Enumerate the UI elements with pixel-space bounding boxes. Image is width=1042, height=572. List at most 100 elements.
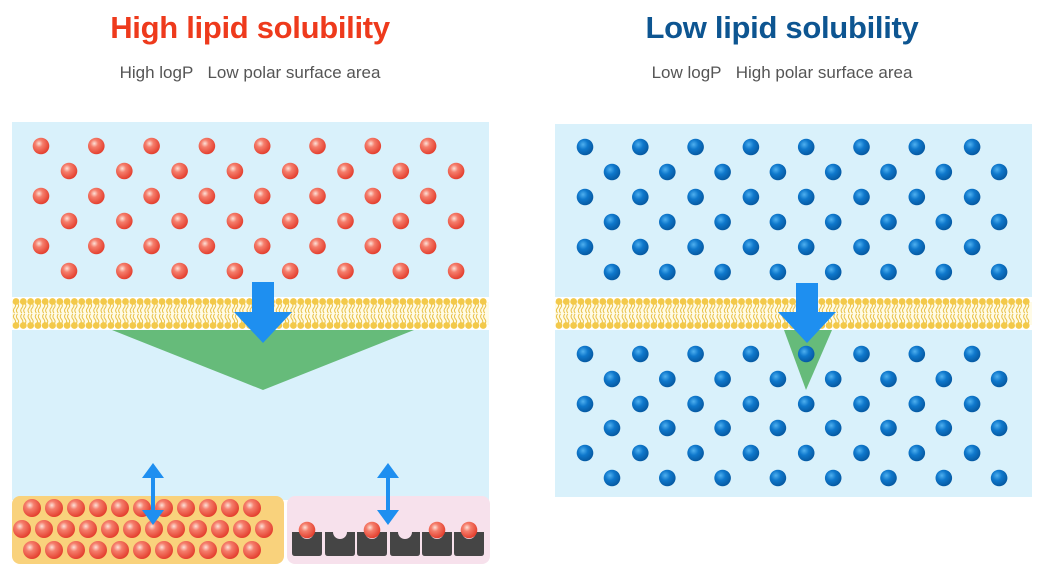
lipid-head [825,298,833,305]
right-flux-arrow [778,283,836,343]
fat-bound-molecule [45,541,63,559]
low-solubility-molecule [742,238,760,256]
lipid-head [85,298,93,305]
low-solubility-molecule [659,263,676,281]
right-title: Low lipid solubility [645,10,919,45]
lipid-head [472,298,480,305]
lipid-head [1022,298,1030,305]
fat-bound-molecule [123,520,141,538]
high-solubility-molecule [32,237,50,255]
lipid-head [348,298,356,305]
low-solubility-molecule [797,138,815,156]
high-solubility-molecule [392,162,410,180]
low-solubility-molecule [576,345,594,363]
lipid-head [12,322,20,329]
lipid-head [436,322,443,329]
fat-bound-molecule [211,520,229,538]
lipid-head [949,298,957,305]
lipid-head [942,298,950,305]
lipid-head [679,322,687,329]
lipid-head [854,298,862,305]
lipid-head [847,298,855,305]
lipid-head [730,322,738,329]
lipid-head [1008,298,1015,305]
low-solubility-molecule [990,163,1008,181]
low-solubility-molecule [714,370,731,388]
high-solubility-molecule [364,187,382,205]
lipid-head [187,322,195,329]
lipid-head [224,298,232,305]
lipid-head [986,298,994,305]
lipid-head [100,322,107,329]
low-solubility-molecule [632,138,649,156]
lipid-head [56,298,64,305]
lipid-head [1008,322,1015,329]
lipid-head [377,298,385,305]
lipid-head [71,298,78,305]
lipid-head [202,298,210,305]
high-solubility-molecule [419,137,437,155]
lipid-head [847,322,855,329]
fat-bound-molecule [255,520,273,538]
lipid-head [884,322,891,329]
lipid-head [628,298,636,305]
low-solubility-molecule [990,263,1008,281]
lipid-head [414,322,421,329]
low-solubility-molecule [714,213,731,231]
low-solubility-molecule [659,213,676,231]
lipid-head [326,298,334,305]
lipid-head [63,322,71,329]
high-solubility-molecule [253,237,271,255]
low-solubility-molecule [687,138,704,156]
right-subtitle: Low logP High polar surface area [532,63,1032,83]
lipid-head [355,298,363,305]
lipid-head [158,322,166,329]
low-solubility-molecule [908,345,926,363]
lipid-head [993,322,1001,329]
lipid-head [979,322,986,329]
lipid-head [584,322,592,329]
lipid-head [964,298,972,305]
left-upper-aqueous [12,122,489,297]
lipid-head [606,298,614,305]
lipid-head [78,322,86,329]
high-solubility-molecule [60,162,78,180]
low-solubility-molecule [714,469,731,487]
lipid-head [465,322,472,329]
lipid-head [592,322,599,329]
lipid-head [450,298,458,305]
lipid-head [665,322,672,329]
lipid-head [165,322,173,329]
high-solubility-molecule [281,162,299,180]
high-solubility-molecule [392,262,410,280]
low-solubility-molecule [797,238,815,256]
high-solubility-molecule [116,212,133,230]
lipid-head [708,322,716,329]
lipid-head [592,298,599,305]
low-solubility-molecule [714,419,731,437]
left-subtitle: High logP Low polar surface area [0,63,500,83]
low-solubility-molecule [853,138,870,156]
low-solubility-molecule [687,444,704,462]
low-solubility-molecule [576,395,594,413]
low-solubility-molecule [742,444,760,462]
lipid-head [650,298,658,305]
lipid-head [41,298,49,305]
protein-bound-molecule [460,521,478,539]
lipid-head [1015,322,1023,329]
fat-bound-molecule [67,541,85,559]
lipid-head [716,298,723,305]
low-solubility-molecule [576,188,594,206]
fat-bound-molecule [35,520,53,538]
low-solubility-molecule [824,419,842,437]
low-solubility-molecule [824,163,842,181]
lipid-head [129,322,137,329]
lipid-head [209,298,217,305]
lipid-head [49,322,56,329]
lipid-head [85,322,93,329]
lipid-head [1022,322,1030,329]
low-solubility-molecule [576,444,594,462]
low-solubility-molecule [935,263,953,281]
lipid-head [465,298,472,305]
